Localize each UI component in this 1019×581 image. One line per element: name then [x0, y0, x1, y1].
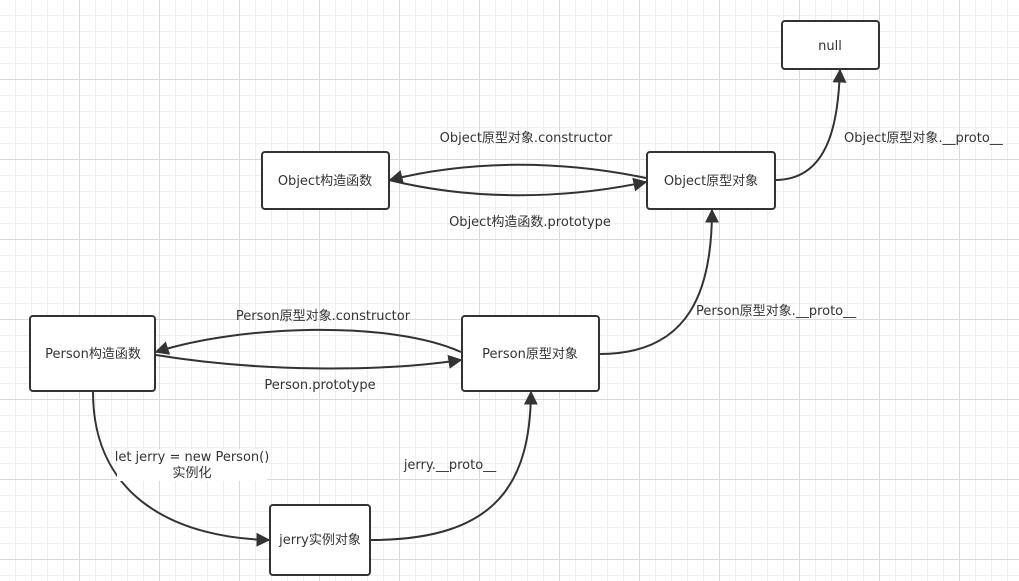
node-null-label: null — [818, 39, 842, 54]
label-jerry-proto: jerry.__proto__ — [403, 458, 497, 473]
edge-object-constructor-to-prototype — [388, 177, 648, 197]
label-instantiate-line1: let jerry = new Person() — [115, 450, 270, 465]
node-person-constructor-label: Person构造函数 — [45, 347, 141, 362]
node-null[interactable]: null — [781, 20, 880, 70]
edge-object-prototype-to-constructor — [388, 163, 647, 184]
label-person-constructor: Person原型对象.constructor — [236, 309, 411, 324]
label-instantiate-bg — [117, 449, 267, 481]
label-instantiate-line2: 实例化 — [172, 466, 211, 481]
node-person-prototype[interactable]: Person原型对象 — [461, 315, 600, 392]
edge-jerry-proto-to-person-prototype — [370, 390, 538, 541]
edge-person-to-jerry-instantiate — [92, 391, 271, 547]
node-object-constructor[interactable]: Object构造函数 — [261, 151, 390, 210]
label-object-proto: Object原型对象.__proto__ — [844, 131, 1003, 146]
label-person-proto: Person原型对象.__proto__ — [696, 304, 857, 319]
label-person-prototype: Person.prototype — [264, 378, 375, 393]
edge-person-constructor-to-prototype — [155, 354, 463, 370]
label-object-constructor: Object原型对象.constructor — [440, 131, 613, 146]
edge-person-proto-to-object-prototype — [599, 208, 719, 355]
node-jerry-instance-label: jerry实例对象 — [278, 533, 361, 548]
label-object-prototype: Object构造函数.prototype — [449, 215, 611, 230]
edge-object-proto-to-null — [774, 68, 847, 181]
node-jerry-instance[interactable]: jerry实例对象 — [269, 504, 371, 576]
node-person-constructor[interactable]: Person构造函数 — [29, 315, 156, 392]
node-object-constructor-label: Object构造函数 — [278, 174, 372, 189]
node-person-prototype-label: Person原型对象 — [482, 347, 578, 362]
node-object-prototype-label: Object原型对象 — [664, 174, 758, 189]
edge-person-prototype-to-constructor — [154, 328, 462, 355]
node-object-prototype[interactable]: Object原型对象 — [646, 151, 776, 210]
